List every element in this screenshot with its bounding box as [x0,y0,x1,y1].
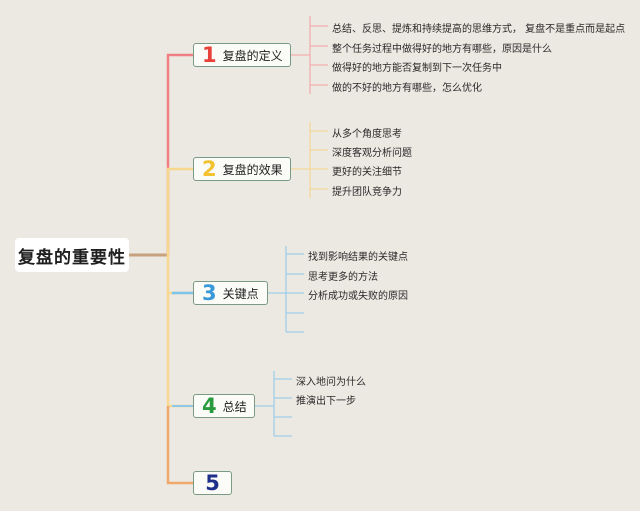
branch-node-key-points[interactable]: 3 关键点 [193,281,268,305]
branch-node-five[interactable]: 5 [193,471,232,495]
leaf-item: 深度客观分析问题 [332,148,412,159]
branch-label: 复盘的定义 [222,48,283,63]
branch-number: 5 [205,470,220,495]
branch-label: 复盘的效果 [222,162,283,177]
leaf-item: 深入地问为什么 [296,377,366,388]
branch-number: 3 [202,280,217,305]
branch-label: 关键点 [222,286,259,301]
leaf-item: 做得好的地方能否复制到下一次任务中 [332,63,502,74]
branch-label: 总结 [222,399,247,414]
leaf-item: 推演出下一步 [296,396,356,407]
leaf-item: 提升团队竞争力 [332,187,402,198]
branch-node-summary[interactable]: 4 总结 [193,394,255,418]
branch-number: 4 [202,393,217,418]
root-topic: 复盘的重要性 [15,238,129,272]
leaf-item: 整个任务过程中做得好的地方有哪些，原因是什么 [332,44,552,55]
leaf-item: 从多个角度思考 [332,129,402,140]
leaf-item: 思考更多的方法 [308,272,378,283]
branch-number: 1 [202,42,217,67]
branch-node-definition[interactable]: 1 复盘的定义 [193,43,291,67]
leaf-item: 做的不好的地方有哪些，怎么优化 [332,83,482,94]
branch-node-effects[interactable]: 2 复盘的效果 [193,157,291,181]
leaf-item: 分析成功或失败的原因 [308,291,408,302]
leaf-item: 找到影响结果的关键点 [308,252,408,263]
leaf-item: 总结、反思、提炼和持续提高的思维方式， 复盘不是重点而是起点 [332,24,626,35]
branch-number: 2 [202,156,217,181]
leaf-item: 更好的关注细节 [332,167,402,178]
